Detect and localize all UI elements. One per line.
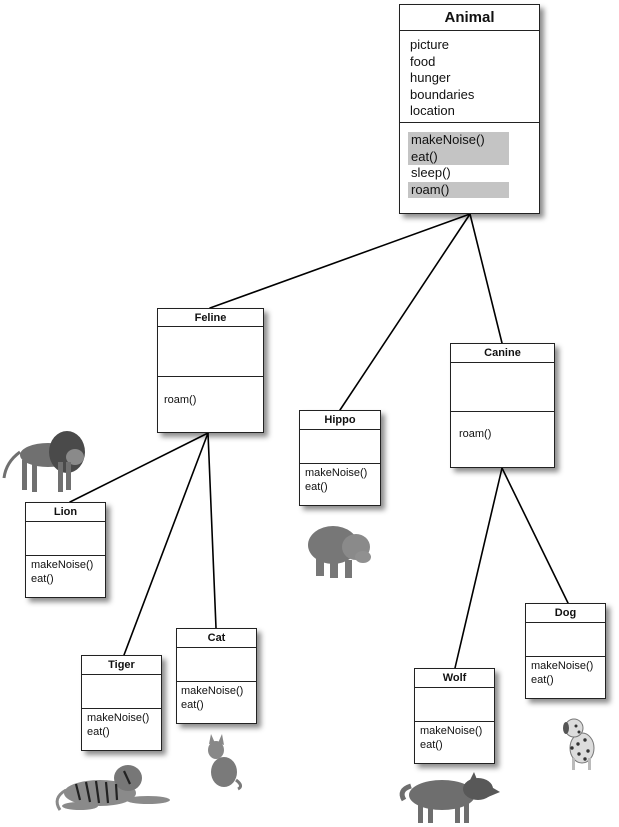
class-title: Wolf <box>415 669 494 688</box>
connector-feline-lion <box>69 432 209 503</box>
connector-feline-tiger <box>123 432 209 656</box>
class-title: Canine <box>451 344 554 363</box>
attribute-list <box>26 522 105 556</box>
class-animal: Animal picture food hunger boundaries lo… <box>399 4 540 214</box>
class-title: Animal <box>400 5 539 31</box>
attribute-list <box>158 327 263 377</box>
method-item: makeNoise() <box>181 685 244 697</box>
class-title: Lion <box>26 503 105 522</box>
class-feline: Feline roam() <box>157 308 264 433</box>
method-item: eat() <box>31 573 54 585</box>
class-hippo: Hippo makeNoise() eat() <box>299 410 381 506</box>
class-lion: Lion makeNoise() eat() <box>25 502 106 598</box>
method-list: makeNoise() eat() <box>415 722 494 752</box>
method-item: eat() <box>420 739 443 751</box>
class-tiger: Tiger makeNoise() eat() <box>81 655 162 751</box>
class-cat: Cat makeNoise() eat() <box>176 628 257 724</box>
class-dog: Dog makeNoise() eat() <box>525 603 606 699</box>
method-item: makeNoise() <box>531 660 594 672</box>
method-item-overridden: eat() <box>408 148 509 165</box>
lion-picture <box>2 431 85 492</box>
tiger-picture <box>55 765 170 811</box>
method-item-overridden: makeNoise() <box>408 132 509 149</box>
method-list: makeNoise() eat() <box>177 682 256 712</box>
method-item: eat() <box>305 481 328 493</box>
connector-animal-feline <box>209 213 471 309</box>
attribute-item: food <box>410 53 436 69</box>
attribute-list <box>451 363 554 412</box>
connector-animal-canine <box>469 213 503 344</box>
method-item: makeNoise() <box>31 559 94 571</box>
method-item: eat() <box>181 699 204 711</box>
method-list: makeNoise() eat() sleep() roam() <box>400 123 539 198</box>
dog-picture <box>563 718 595 770</box>
attribute-item: hunger <box>410 70 451 85</box>
method-item: roam() <box>164 394 197 406</box>
attribute-list <box>300 430 380 464</box>
method-list: makeNoise() eat() <box>300 464 380 494</box>
method-item: roam() <box>459 428 492 440</box>
attribute-list <box>526 623 605 657</box>
class-canine: Canine roam() <box>450 343 555 468</box>
attribute-list <box>82 675 161 709</box>
method-item: makeNoise() <box>305 467 368 479</box>
connector-feline-cat <box>207 432 217 629</box>
method-list: roam() <box>158 377 263 407</box>
hippo-picture <box>308 526 371 578</box>
connector-animal-hippo <box>339 213 471 411</box>
connector-canine-dog <box>501 467 569 604</box>
method-item: eat() <box>87 726 110 738</box>
method-list: makeNoise() eat() <box>526 657 605 687</box>
method-item: eat() <box>531 674 554 686</box>
method-item: sleep() <box>411 165 451 180</box>
attribute-item: boundaries <box>410 86 475 102</box>
method-list: makeNoise() eat() <box>26 556 105 586</box>
class-title: Feline <box>158 309 263 327</box>
attribute-list <box>177 648 256 682</box>
class-title: Hippo <box>300 411 380 430</box>
method-item: makeNoise() <box>420 725 483 737</box>
method-item-overridden: roam() <box>408 181 509 198</box>
class-wolf: Wolf makeNoise() eat() <box>414 668 495 764</box>
attribute-item: picture <box>410 37 450 52</box>
method-list: makeNoise() eat() <box>82 709 161 739</box>
wolf-picture <box>399 772 500 823</box>
attribute-list: picture food hunger boundaries location <box>400 31 539 123</box>
method-list: roam() <box>451 412 554 441</box>
attribute-item: location <box>410 103 455 118</box>
connector-canine-wolf <box>454 467 503 669</box>
method-item: makeNoise() <box>87 712 150 724</box>
attribute-list <box>415 688 494 722</box>
class-title: Tiger <box>82 656 161 675</box>
cat-picture <box>208 734 243 791</box>
class-title: Cat <box>177 629 256 648</box>
class-title: Dog <box>526 604 605 623</box>
